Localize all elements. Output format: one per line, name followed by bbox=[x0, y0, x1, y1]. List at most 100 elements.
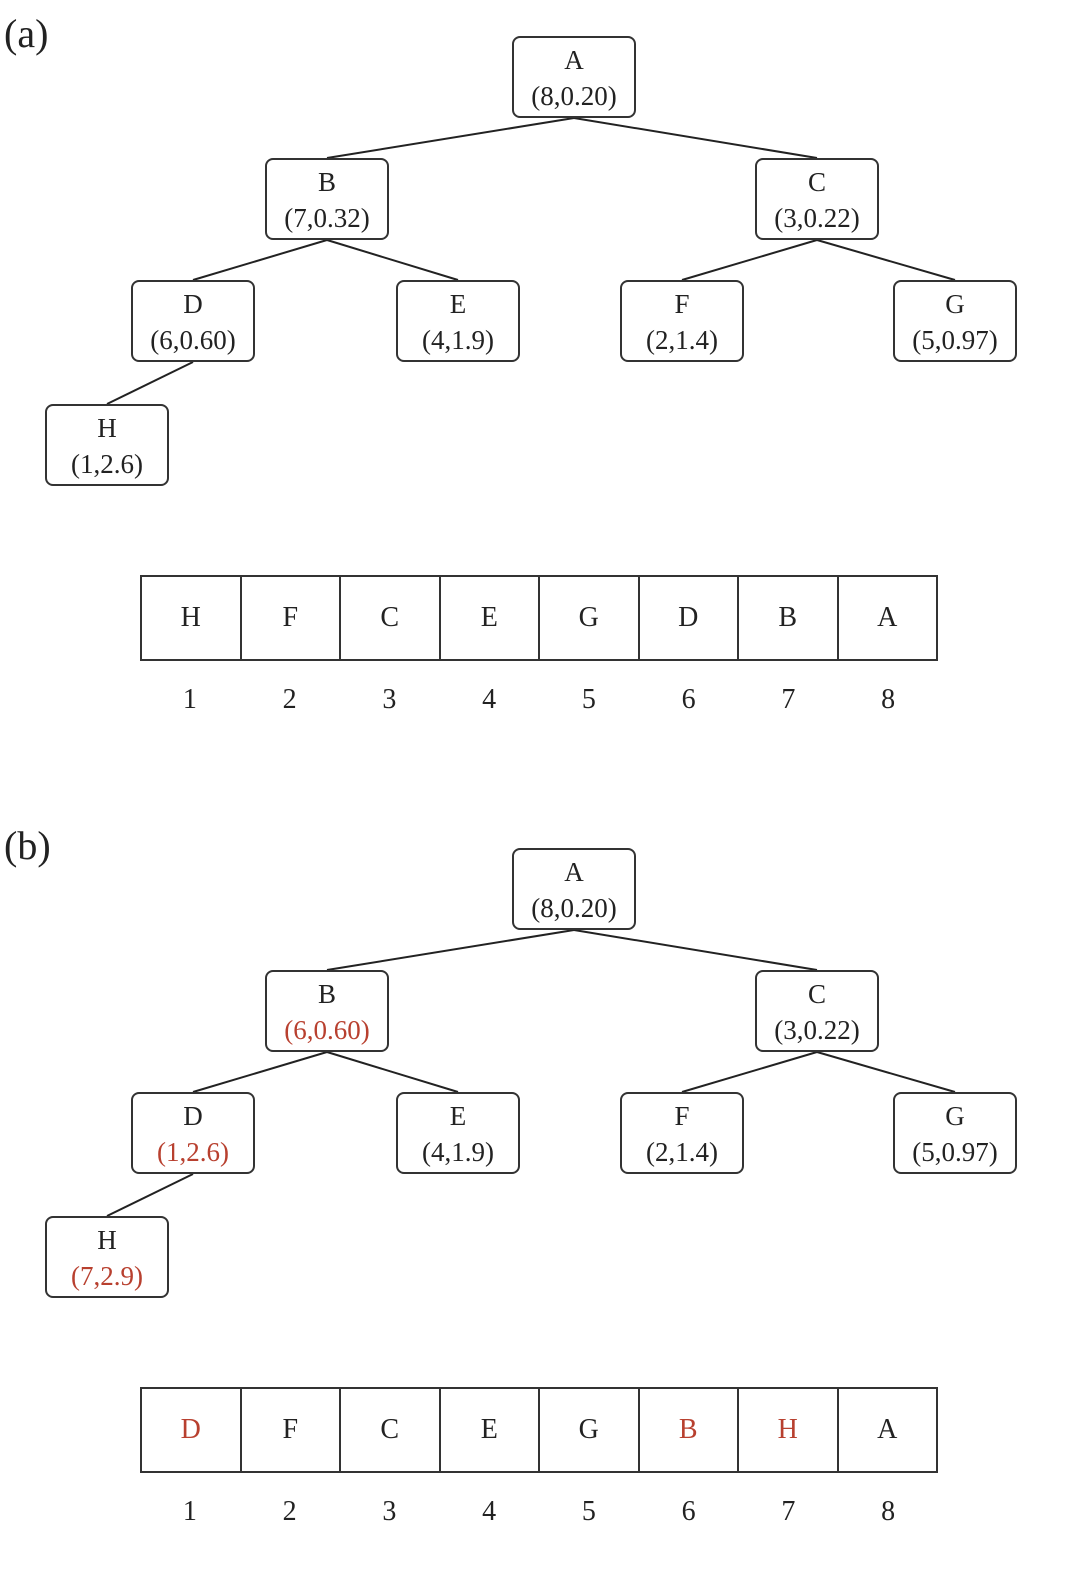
node-value: (8,0.20) bbox=[531, 893, 617, 923]
tree-edge-A-C bbox=[573, 929, 818, 971]
node-C: C (3,0.22) bbox=[755, 158, 879, 240]
node-D: D (1,2.6) bbox=[131, 1092, 255, 1174]
node-A: A (8,0.20) bbox=[512, 848, 636, 930]
node-name: A bbox=[564, 857, 584, 887]
panel-label: (a) bbox=[4, 11, 49, 56]
tree-edges bbox=[106, 929, 956, 1217]
node-name: G bbox=[945, 1101, 965, 1131]
node-value: (3,0.22) bbox=[774, 203, 860, 233]
array-indices: 1 2 3 4 5 6 7 8 bbox=[140, 1496, 938, 1528]
node-B: B (7,0.32) bbox=[265, 158, 389, 240]
node-name: F bbox=[674, 1101, 690, 1131]
array-cell: G bbox=[540, 577, 640, 659]
node-value: (6,0.60) bbox=[284, 1015, 370, 1045]
node-name: B bbox=[317, 167, 336, 197]
node-value: (4,1.9) bbox=[422, 325, 494, 355]
tree-edges bbox=[106, 117, 956, 405]
node-H: H (1,2.6) bbox=[45, 404, 169, 486]
node-value: (7,2.9) bbox=[71, 1261, 143, 1291]
array-cell: F bbox=[242, 1389, 341, 1471]
array-index: 5 bbox=[581, 1496, 596, 1527]
tree-edge-B-D bbox=[192, 1051, 328, 1093]
array-cell: E bbox=[441, 577, 540, 659]
tree-edge-B-E bbox=[326, 239, 459, 281]
panel-label: (b) bbox=[4, 823, 51, 868]
array-indices: 1 2 3 4 5 6 7 8 bbox=[140, 684, 938, 716]
array-cell: F bbox=[242, 577, 341, 659]
node-F: F (2,1.4) bbox=[620, 280, 744, 362]
array-cell: B bbox=[739, 577, 839, 659]
node-name: D bbox=[183, 1101, 203, 1131]
array-index: 6 bbox=[681, 684, 696, 715]
node-name: A bbox=[564, 45, 584, 75]
node-value: (2,1.4) bbox=[646, 325, 718, 355]
tree-edge-A-B bbox=[326, 117, 575, 159]
tree-edge-A-B bbox=[326, 929, 575, 971]
array-index: 2 bbox=[282, 1496, 297, 1527]
array-index: 8 bbox=[881, 684, 896, 715]
tree-edge-C-G bbox=[816, 1051, 956, 1093]
node-name: B bbox=[317, 979, 336, 1009]
node-name: C bbox=[807, 979, 826, 1009]
tree-edge-C-G bbox=[816, 239, 956, 281]
node-name: C bbox=[807, 167, 826, 197]
node-G: G(5,0.97) bbox=[893, 280, 1017, 362]
tree-edge-D-H bbox=[106, 1173, 194, 1217]
node-E: E (4,1.9) bbox=[396, 1092, 520, 1174]
array-cell: C bbox=[341, 577, 441, 659]
node-value: (4,1.9) bbox=[422, 1137, 494, 1167]
array-index: 7 bbox=[781, 684, 796, 715]
node-name: E bbox=[449, 289, 467, 319]
array-cell: H bbox=[739, 1389, 839, 1471]
node-H: H (7,2.9) bbox=[45, 1216, 169, 1298]
tree-edge-A-C bbox=[573, 117, 818, 159]
node-D: D(6,0.60) bbox=[131, 280, 255, 362]
array-cell: D bbox=[640, 577, 739, 659]
array-index: 7 bbox=[781, 1496, 796, 1527]
array-index: 3 bbox=[382, 684, 397, 715]
array-index: 1 bbox=[182, 1496, 197, 1527]
array-index: 8 bbox=[881, 1496, 896, 1527]
array-cell: B bbox=[640, 1389, 739, 1471]
tree-edge-D-H bbox=[106, 361, 194, 405]
node-value: (5,0.97) bbox=[912, 1137, 998, 1167]
node-value: (8,0.20) bbox=[531, 81, 617, 111]
array-index: 5 bbox=[581, 684, 596, 715]
node-value: (1,2.6) bbox=[71, 449, 143, 479]
tree-edge-B-E bbox=[326, 1051, 459, 1093]
array-cell: H bbox=[142, 577, 242, 659]
array-cell: A bbox=[877, 1414, 898, 1445]
node-G: G (5,0.97) bbox=[893, 1092, 1017, 1174]
node-value: (7,0.32) bbox=[284, 203, 370, 233]
node-name: H bbox=[97, 413, 117, 443]
heap-array: D F C E G B H A bbox=[140, 1387, 938, 1473]
node-value: (5,0.97) bbox=[912, 325, 998, 355]
array-index: 2 bbox=[282, 684, 297, 715]
node-A: A (8,0.20) bbox=[512, 36, 636, 118]
tree-edge-B-D bbox=[192, 239, 328, 281]
node-value: (3,0.22) bbox=[774, 1015, 860, 1045]
node-C: C (3,0.22) bbox=[755, 970, 879, 1052]
node-value: (2,1.4) bbox=[646, 1137, 718, 1167]
tree-edge-C-F bbox=[681, 1051, 818, 1093]
array-cell: A bbox=[877, 602, 898, 633]
array-cell: E bbox=[441, 1389, 540, 1471]
node-B: B (6,0.60) bbox=[265, 970, 389, 1052]
node-name: H bbox=[97, 1225, 117, 1255]
panel-b: (b) A (8,0.20) B (6,0.60) C (3,0.22) D (1,2.… bbox=[0, 812, 1075, 1591]
panel-a: (a) A(8,0.20) B(7,0.32) C(3,0.22) D(6,0.… bbox=[0, 0, 1075, 779]
array-index: 4 bbox=[482, 1496, 497, 1527]
node-E: E (4,1.9) bbox=[396, 280, 520, 362]
node-F: F (2,1.4) bbox=[620, 1092, 744, 1174]
node-name: E bbox=[449, 1101, 467, 1131]
array-cell: G bbox=[540, 1389, 640, 1471]
array-index: 6 bbox=[681, 1496, 696, 1527]
array-cell: D bbox=[142, 1389, 242, 1471]
array-index: 4 bbox=[482, 684, 497, 715]
node-value: (6,0.60) bbox=[150, 325, 236, 355]
node-value: (1,2.6) bbox=[157, 1137, 229, 1167]
heap-array: H F C E G D B A bbox=[140, 575, 938, 661]
tree-edge-C-F bbox=[681, 239, 818, 281]
array-index: 3 bbox=[382, 1496, 397, 1527]
node-name: F bbox=[674, 289, 690, 319]
